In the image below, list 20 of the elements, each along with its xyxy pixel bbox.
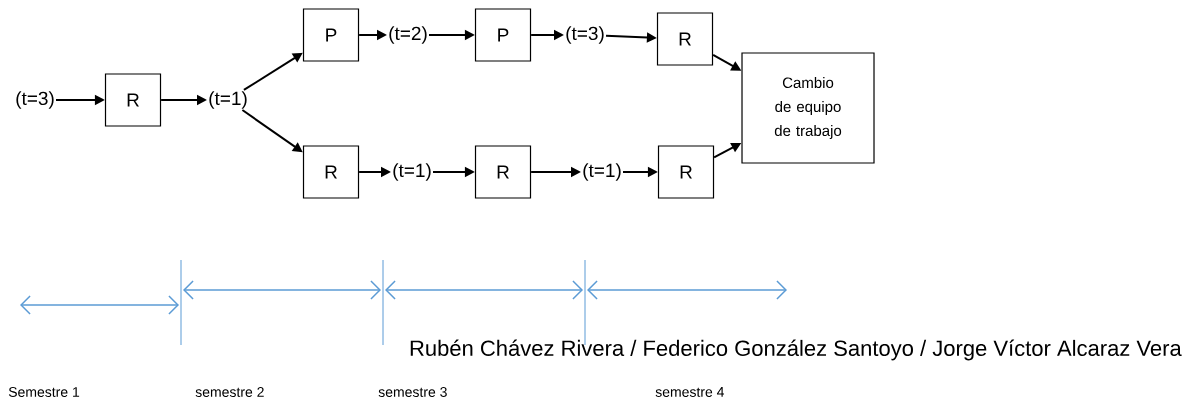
process-box: R [656, 12, 714, 66]
process-box: R [657, 145, 715, 199]
process-box: R [474, 145, 532, 199]
time-label: (t=1) [209, 91, 247, 109]
author-line: Rubén Chávez Rivera / Federico González Santoyo / Jorge Víctor Alcaraz Vera [410, 339, 1182, 361]
process-box: R [302, 145, 360, 199]
process-box: P [302, 8, 360, 62]
semester-label: semestre 3 [378, 387, 447, 397]
semester-label: semestre 4 [655, 387, 725, 397]
time-label: (t=1) [393, 163, 431, 181]
semester-label: semestre 2 [195, 387, 264, 397]
semester-label: Semestre 1 [8, 387, 80, 397]
time-label: (t=3) [566, 26, 604, 44]
time-label: (t=3) [16, 91, 54, 109]
process-box: R [104, 73, 162, 127]
process-box: Cambio de equipo de trabajo [741, 52, 875, 164]
time-label: (t=2) [389, 26, 427, 44]
process-box: P [474, 8, 532, 62]
time-label: (t=1) [583, 163, 621, 181]
arrow [241, 109, 303, 153]
